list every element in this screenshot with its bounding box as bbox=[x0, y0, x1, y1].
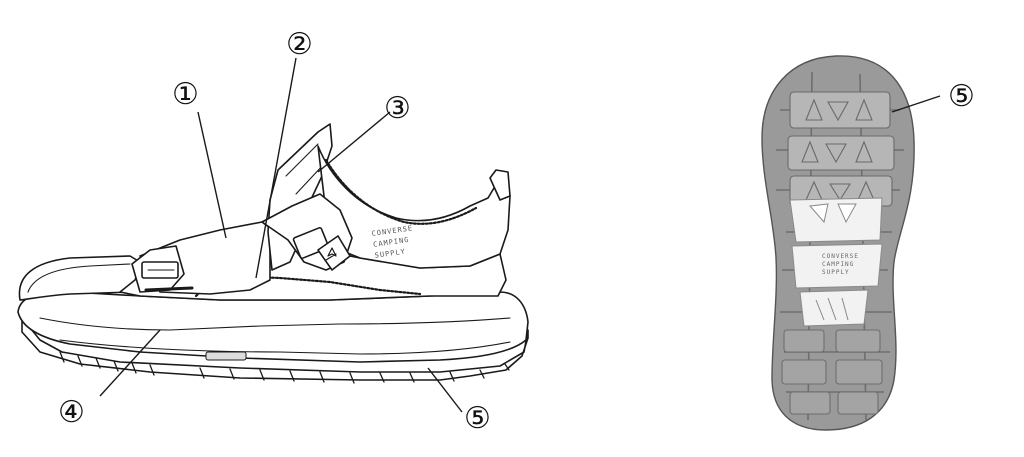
leader-3 bbox=[317, 111, 391, 173]
heel-lugs bbox=[781, 329, 883, 415]
midsole-logo-tab bbox=[205, 351, 247, 361]
outsole-side bbox=[21, 317, 529, 381]
midsole-lower-line bbox=[59, 339, 511, 355]
sole-brand-line-3: SUPPLY bbox=[822, 269, 850, 276]
arch-panel-low bbox=[799, 289, 869, 327]
forefoot-pods bbox=[787, 91, 895, 207]
star-chevron-icon bbox=[325, 247, 337, 261]
outsole-lugs bbox=[59, 351, 510, 384]
leader-5-sole bbox=[891, 95, 941, 113]
sole-brand-line-1: CONVERSE bbox=[822, 253, 859, 260]
sole-view: CONVERSE CAMPING SUPPLY ⑤ bbox=[761, 55, 975, 431]
heel-pull-tab bbox=[489, 169, 511, 201]
arch-panel-mid bbox=[791, 243, 883, 289]
callout-1: ① bbox=[172, 77, 199, 112]
leader-1 bbox=[197, 111, 227, 239]
arch-panel-top bbox=[789, 197, 883, 243]
callout-4: ④ bbox=[58, 395, 85, 430]
leader-5-side bbox=[427, 367, 463, 413]
leader-2 bbox=[255, 57, 297, 279]
callout-5-sole: ⑤ bbox=[948, 79, 975, 114]
callout-3: ③ bbox=[384, 91, 411, 126]
sole-brand-line-2: CAMPING bbox=[822, 261, 854, 268]
reflective-strip bbox=[144, 286, 194, 292]
leader-4 bbox=[99, 329, 161, 397]
heel-counter bbox=[317, 145, 511, 269]
toe-cap bbox=[18, 255, 141, 301]
sole-brand-text: CONVERSE CAMPING SUPPLY bbox=[822, 253, 859, 276]
leader-lines bbox=[99, 57, 463, 413]
side-view-sandal bbox=[17, 123, 529, 384]
midsole-groove bbox=[39, 317, 511, 331]
callout-5-side: ⑤ bbox=[464, 401, 491, 436]
callout-2: ② bbox=[286, 27, 313, 62]
midfoot-panels bbox=[789, 197, 883, 327]
